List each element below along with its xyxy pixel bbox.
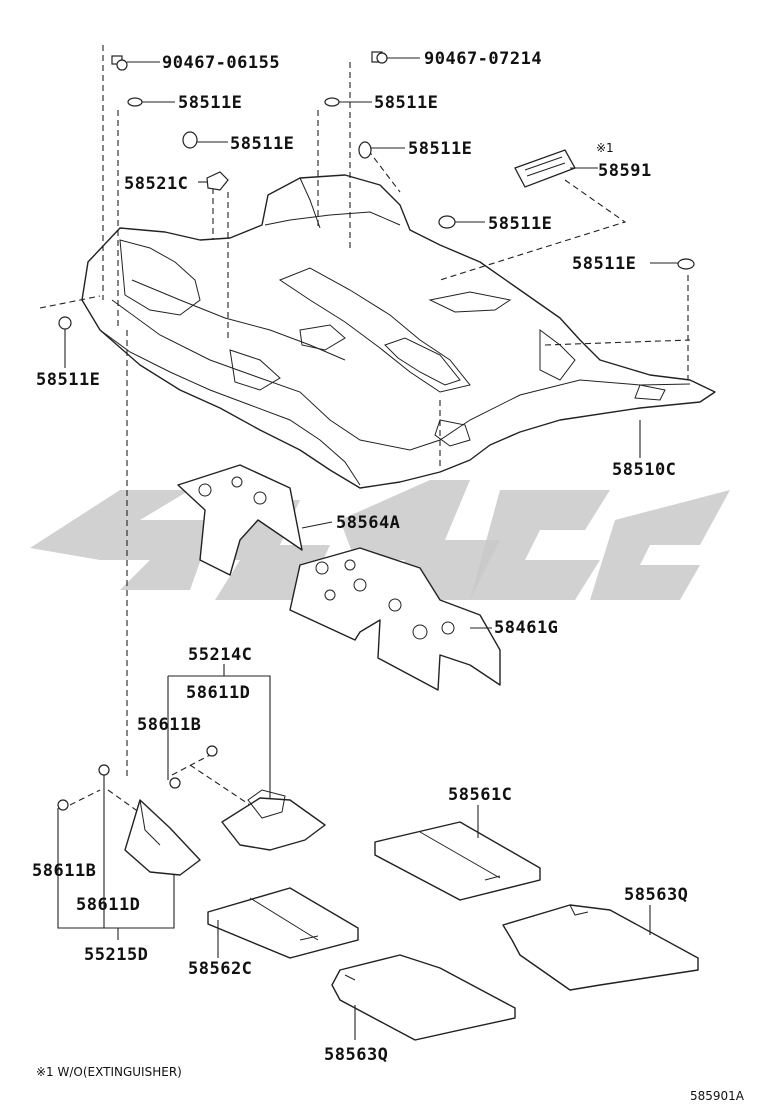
label-55214C: 55214C [188, 645, 252, 665]
label-58511E-5: 58511E [488, 214, 552, 234]
mat-58563Q-right [502, 904, 699, 991]
note-marker: ※1 [596, 141, 614, 155]
part-labels: 90467-06155 90467-07214 58511E 58511E 58… [32, 49, 745, 1103]
label-58563Q-1: 58563Q [624, 885, 688, 905]
clip-icon [438, 215, 456, 229]
mat-58561C [374, 805, 541, 901]
figure-reference: 585901A [690, 1089, 745, 1103]
label-58591: 58591 [598, 161, 652, 181]
footrest-55215D [57, 764, 201, 940]
clip-icon [127, 97, 143, 107]
label-58611B-2: 58611B [32, 861, 96, 881]
mat-58562C [207, 887, 359, 959]
silencer-58461G [289, 547, 501, 691]
clip-icon [58, 316, 72, 330]
silencer-58564A [177, 464, 333, 576]
label-58521C: 58521C [124, 174, 188, 194]
label-58611D-1: 58611D [186, 683, 250, 703]
label-58461G: 58461G [494, 618, 558, 638]
screw-icon [98, 764, 110, 776]
bolt-icon [111, 55, 128, 71]
screw-icon [57, 799, 69, 811]
footrest-55214C [167, 664, 326, 851]
fastener-icons [58, 51, 695, 330]
label-58611D-2: 58611D [76, 895, 140, 915]
footnote: ※1 W/O(EXTINGUISHER) [36, 1065, 182, 1079]
bracket-icon [206, 171, 229, 191]
label-90467-06155: 90467-06155 [162, 53, 280, 73]
clip-icon [182, 131, 198, 149]
label-58511E-2: 58511E [374, 93, 438, 113]
label-58511E-1: 58511E [178, 93, 242, 113]
dashed-reference-lines [39, 45, 691, 780]
label-55215D: 55215D [84, 945, 148, 965]
label-58510C: 58510C [612, 460, 676, 480]
screw-icon [169, 777, 181, 789]
label-58562C: 58562C [188, 959, 252, 979]
label-58511E-6: 58511E [572, 254, 636, 274]
label-58511E-left: 58511E [36, 370, 100, 390]
bolt-icon [371, 51, 388, 64]
screw-icon [206, 745, 218, 757]
cover-plate-icon [514, 149, 576, 188]
label-58561C: 58561C [448, 785, 512, 805]
clip-icon [677, 258, 695, 270]
label-58511E-4: 58511E [408, 139, 472, 159]
mat-58563Q-bottom [331, 954, 516, 1041]
label-58564A: 58564A [336, 513, 400, 533]
label-58563Q-2: 58563Q [324, 1045, 388, 1065]
leader-lines-top [64, 57, 678, 458]
label-58611B-1: 58611B [137, 715, 201, 735]
label-90467-07214: 90467-07214 [424, 49, 542, 69]
clip-icon [324, 97, 340, 107]
clip-icon [358, 141, 372, 159]
floor-carpet-main [81, 174, 716, 489]
label-58511E-3: 58511E [230, 134, 294, 154]
